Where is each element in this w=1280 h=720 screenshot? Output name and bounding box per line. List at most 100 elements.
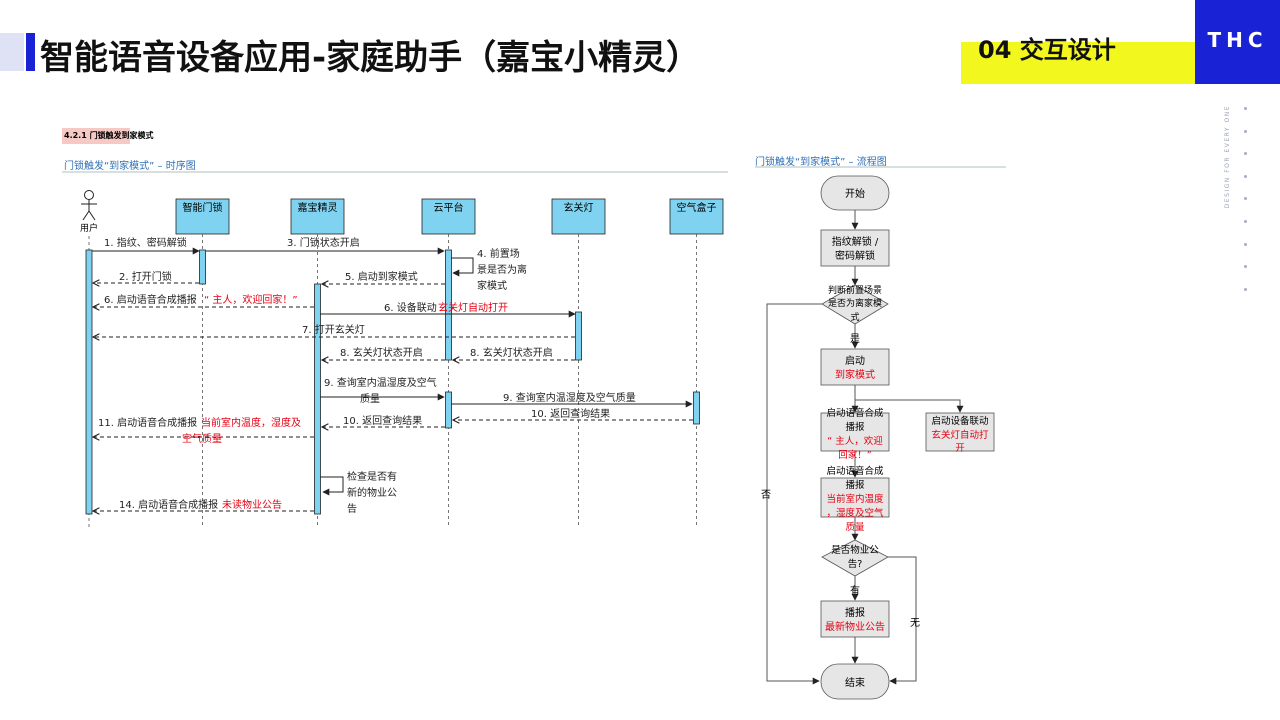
- subsection-highlight: [62, 128, 130, 144]
- flow-decision-label: 是否为离家模: [828, 297, 882, 309]
- participant-jiabao: [290, 198, 345, 235]
- message-label: 9. 查询室内温湿度及空气质量: [503, 391, 636, 404]
- flow-decision-label: 判断前置场景: [828, 284, 882, 296]
- flow-decision-notice: [821, 539, 889, 577]
- side-dot: [1244, 243, 1247, 246]
- flow-node-highlight: ，湿度及空气: [826, 507, 884, 519]
- message-label: 9. 查询室内温湿度及空气: [324, 376, 437, 389]
- flow-unlock-label: 指纹解锁 /: [832, 235, 879, 248]
- message-label: 景是否为离: [477, 263, 527, 276]
- message-arrows: [92, 247, 693, 511]
- flow-node-label: 启动语音合成: [826, 407, 884, 419]
- flow-node-highlight: 当前室内温度: [826, 493, 884, 505]
- participant-label: 嘉宝精灵: [298, 201, 338, 214]
- message-highlight: 未读物业公告: [222, 498, 282, 511]
- flow-unlock: [820, 229, 890, 267]
- flow-end-label: 结束: [845, 676, 865, 689]
- flow-decision-scene: [821, 284, 889, 325]
- message-label: 新的物业公: [347, 486, 397, 499]
- page-title: 智能语音设备应用-家庭助手（嘉宝小精灵）: [40, 38, 701, 78]
- side-dot: [1244, 288, 1247, 291]
- flow-node-highlight: 到家模式: [835, 368, 875, 381]
- slide-header: 智能语音设备应用-家庭助手（嘉宝小精灵） 04 交互设计 THC: [0, 0, 1280, 90]
- flow-node-label: 播报: [845, 606, 865, 619]
- flow-tts-welcome: [820, 412, 890, 452]
- flow-start: [820, 175, 890, 211]
- message-label: 8. 玄关灯状态开启: [340, 346, 423, 359]
- side-dot: [1244, 265, 1247, 268]
- message-label: 3. 门锁状态开启: [287, 236, 360, 249]
- flow-node-highlight: 质量: [845, 521, 865, 533]
- brand-logo: THC: [1195, 0, 1280, 84]
- flow-node-label: 启动: [845, 354, 865, 367]
- message-label: 5. 启动到家模式: [345, 270, 418, 283]
- flow-decision-label: 式: [850, 311, 859, 323]
- subsection-label: 4.2.1 门锁触发到家模式: [64, 130, 154, 140]
- message-label: 1. 指纹、密码解锁: [104, 236, 187, 249]
- flow-connectors: [766, 210, 964, 685]
- flow-decision-label: 是否物业公: [831, 544, 879, 556]
- participant-label: 智能门锁: [183, 201, 223, 214]
- flow-node-label: 播报: [845, 421, 865, 433]
- message-label: 14. 启动语音合成播报: [119, 498, 218, 511]
- side-dot: [1244, 152, 1247, 155]
- flow-node-highlight: 最新物业公告: [825, 620, 885, 633]
- side-dot: [1244, 197, 1247, 200]
- message-highlight: 当前室内温度，湿度及: [201, 416, 301, 429]
- message-label: 质量: [360, 393, 380, 405]
- flow-decision-label: 告?: [848, 558, 863, 570]
- participant-hall-light: [551, 198, 606, 235]
- message-label: 7. 打开玄关灯: [302, 323, 365, 336]
- message-label: 11. 启动语音合成播报: [98, 416, 197, 429]
- activation-bars: [85, 249, 700, 515]
- message-highlight: 空气质量: [182, 432, 222, 445]
- message-highlight: 玄关灯自动打开: [438, 301, 508, 314]
- side-dot: [1244, 175, 1247, 178]
- logo-text: THC: [1207, 28, 1268, 52]
- flow-branch-none: 无: [910, 618, 920, 629]
- message-label: 6. 启动语音合成播报: [104, 293, 197, 306]
- flow-unlock-label: 密码解锁: [835, 249, 875, 262]
- flow-announce: [820, 600, 890, 638]
- message-label: 8. 玄关灯状态开启: [470, 346, 553, 359]
- actor-user: [81, 190, 97, 221]
- header-accent-bar: [26, 33, 35, 71]
- flow-node-highlight: 回家！”: [838, 449, 872, 461]
- actor-label: 用户: [80, 222, 98, 234]
- message-label: 6. 设备联动: [384, 301, 437, 314]
- message-label: 家模式: [477, 279, 507, 292]
- participant-air-box: [669, 198, 724, 235]
- participant-label: 玄关灯: [564, 201, 594, 214]
- flow-end: [820, 663, 890, 700]
- message-label: 告: [347, 502, 357, 515]
- section-label: 04 交互设计: [978, 36, 1116, 64]
- message-label: 2. 打开门锁: [119, 270, 172, 283]
- flow-tts-environment: [820, 477, 890, 518]
- flow-node-label: 播报: [845, 479, 865, 491]
- flow-start-mode: [820, 348, 890, 386]
- flow-node-highlight: “ 主人，欢迎: [827, 435, 883, 447]
- sequence-diagram: 门锁触发“到家模式” – 时序图 用户 智能门锁 嘉宝精灵 云平台 玄关灯 空气…: [62, 159, 728, 528]
- flow-start-label: 开始: [845, 187, 865, 200]
- message-highlight: “ 主人，欢迎回家！”: [204, 293, 298, 306]
- flow-branch-has: 有: [850, 584, 860, 597]
- flow-node-label: 启动设备联动: [931, 415, 988, 427]
- header-accent-light: [0, 33, 24, 71]
- sequence-title: 门锁触发“到家模式” – 时序图: [64, 159, 196, 172]
- flow-node-label: 启动语音合成: [826, 465, 884, 477]
- participant-label: 云平台: [434, 201, 464, 214]
- message-label: 10. 返回查询结果: [343, 414, 422, 427]
- participant-label: 空气盒子: [677, 201, 717, 214]
- flow-device-linkage: [925, 412, 995, 452]
- message-label: 检查是否有: [347, 470, 397, 483]
- side-dot: [1244, 107, 1247, 110]
- message-label: 10. 返回查询结果: [531, 407, 610, 420]
- flow-node-highlight: 玄关灯自动打: [931, 429, 989, 441]
- flow-branch-no: 否: [761, 489, 771, 501]
- section-highlight: [961, 42, 1195, 84]
- message-label: 4. 前置场: [477, 247, 520, 260]
- flow-title: 门锁触发“到家模式” – 流程图: [755, 155, 887, 168]
- side-dot: [1244, 220, 1247, 223]
- flow-chart: 门锁触发“到家模式” – 流程图 开始 指纹解锁 / 密码解锁 判断前置场景 是…: [755, 155, 1006, 700]
